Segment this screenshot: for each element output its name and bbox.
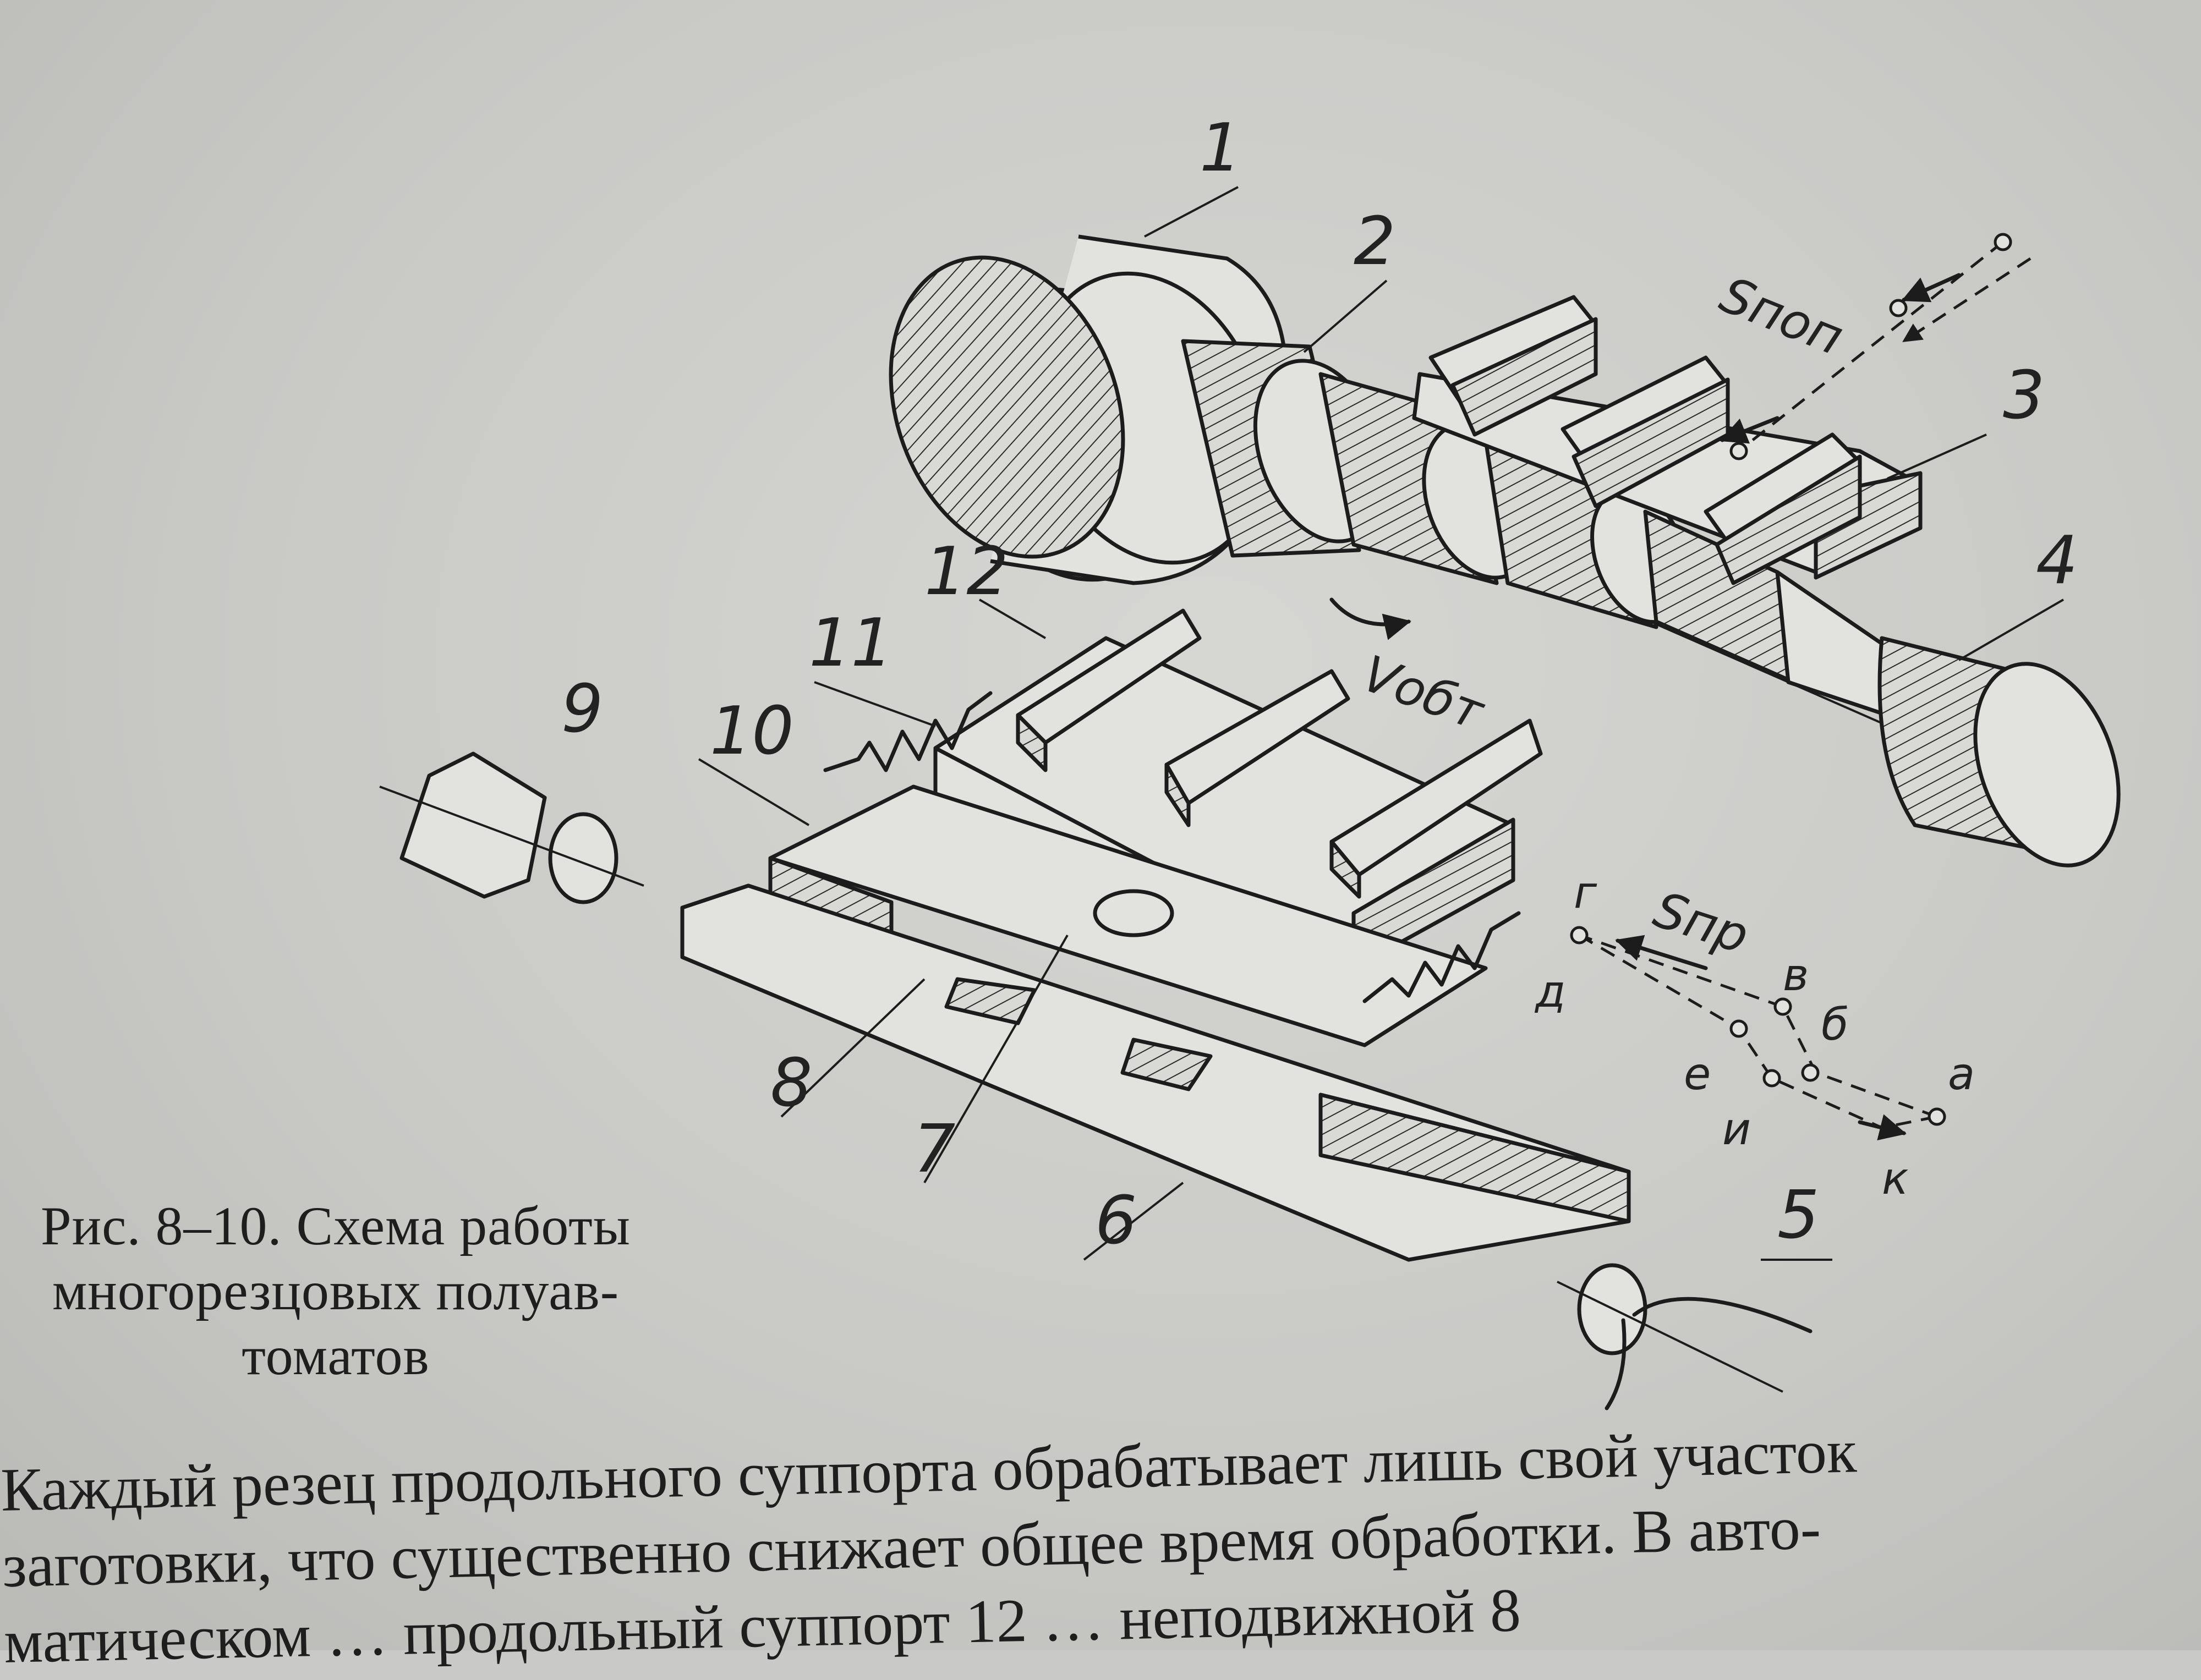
lever-part bbox=[1557, 1263, 1813, 1410]
rear-slide-part bbox=[1412, 295, 1923, 585]
long-feed-path bbox=[1570, 926, 1946, 1141]
label-10: 10 bbox=[710, 693, 794, 770]
spring-lower bbox=[1362, 911, 1521, 1003]
label-11: 11 bbox=[809, 605, 893, 682]
body-paragraph: Каждый резец продольного суппорта обраба… bbox=[0, 1407, 2178, 1680]
leader-lines bbox=[698, 186, 2065, 1261]
label-4: 4 bbox=[2036, 523, 2078, 599]
label-point-b: б bbox=[1821, 999, 1848, 1050]
label-point-d: д bbox=[1534, 966, 1565, 1017]
label-8: 8 bbox=[770, 1045, 812, 1122]
caption-line-3: томатов bbox=[242, 1325, 430, 1386]
workpiece-part bbox=[1181, 339, 1796, 684]
caption-line-2: многорезцовых полуав- bbox=[52, 1260, 620, 1321]
label-9: 9 bbox=[561, 671, 603, 748]
label-point-a: а bbox=[1948, 1048, 1975, 1100]
label-3: 3 bbox=[2003, 358, 2045, 434]
label-cross-feed: Sпоп bbox=[1712, 266, 1851, 366]
caption-line-1: Рис. 8–10. Схема работы bbox=[41, 1195, 631, 1256]
bed-guide-part bbox=[680, 883, 1631, 1262]
label-long-feed: Sпр bbox=[1647, 881, 1755, 965]
label-12: 12 bbox=[924, 534, 1009, 610]
label-point-e: е bbox=[1684, 1048, 1711, 1100]
drive-unit-part bbox=[379, 751, 644, 904]
label-1: 1 bbox=[1200, 110, 1241, 186]
cross-feed-path bbox=[1720, 233, 2032, 460]
label-6: 6 bbox=[1095, 1183, 1137, 1259]
label-rotation: Vобт bbox=[1355, 645, 1492, 742]
label-point-k: к bbox=[1882, 1153, 1908, 1204]
label-5: 5 bbox=[1777, 1177, 1819, 1254]
chuck-part bbox=[889, 234, 1288, 585]
spring-upper bbox=[823, 691, 993, 772]
label-point-i: и bbox=[1722, 1103, 1751, 1155]
label-7: 7 bbox=[913, 1111, 955, 1188]
rotation-arrow bbox=[1329, 597, 1411, 640]
figure-caption: Рис. 8–10. Схема работы многорезцовых по… bbox=[0, 1194, 671, 1388]
label-2: 2 bbox=[1354, 204, 1395, 280]
label-point-v: в bbox=[1783, 949, 1809, 1001]
label-point-g: г bbox=[1574, 867, 1597, 918]
tailstock-center-part bbox=[1775, 570, 2121, 868]
